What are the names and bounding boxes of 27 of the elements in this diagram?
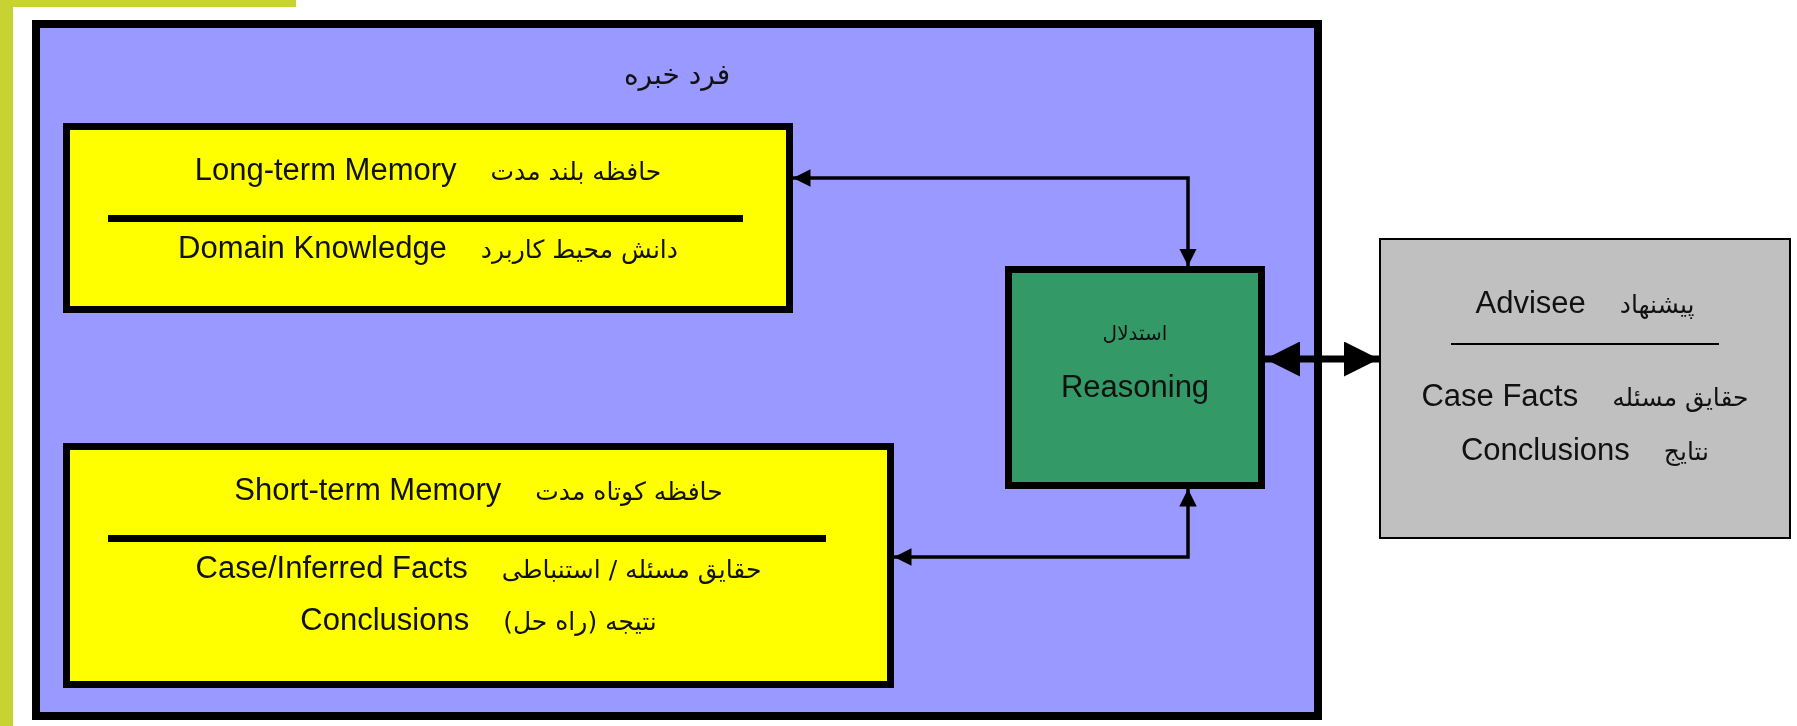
- label-text: Case Facts: [1421, 378, 1579, 414]
- reasoning-box: [1005, 266, 1265, 489]
- label-text: Reasoning: [1060, 369, 1210, 405]
- label-text: Case/Inferred Facts: [195, 550, 468, 586]
- label-text: حافظه بلند مدت: [490, 157, 662, 186]
- container-title: فرد خبره: [623, 58, 731, 91]
- label-text: Short-term Memory: [234, 472, 502, 508]
- label-text: نتیجه (راه حل): [503, 607, 657, 636]
- label-text: Long-term Memory: [194, 152, 457, 188]
- label-text: حقایق مسئله: [1612, 383, 1749, 412]
- connector-arrow: [894, 489, 1197, 566]
- advisee-box: [1379, 238, 1791, 539]
- label-text: استدلال: [1102, 321, 1168, 345]
- label-text: نتایج: [1663, 437, 1710, 466]
- connector-arrow: [1265, 341, 1379, 377]
- label-text: پیشنهاد: [1619, 290, 1695, 319]
- label-text: حقایق مسئله / استنباطی: [501, 555, 762, 584]
- memory-box: [63, 123, 793, 313]
- label-text: Domain Knowledge: [178, 230, 447, 266]
- label-text: حافظه کوتاه مدت: [535, 477, 723, 506]
- label-text: Advisee: [1475, 285, 1586, 321]
- memory-box: [63, 443, 894, 688]
- label-text: Conclusions: [300, 602, 470, 638]
- label-text: Conclusions: [1460, 432, 1630, 468]
- connector-arrow: [793, 169, 1197, 266]
- label-text: دانش محیط کاربرد: [480, 235, 678, 264]
- expert-container: [32, 20, 1322, 720]
